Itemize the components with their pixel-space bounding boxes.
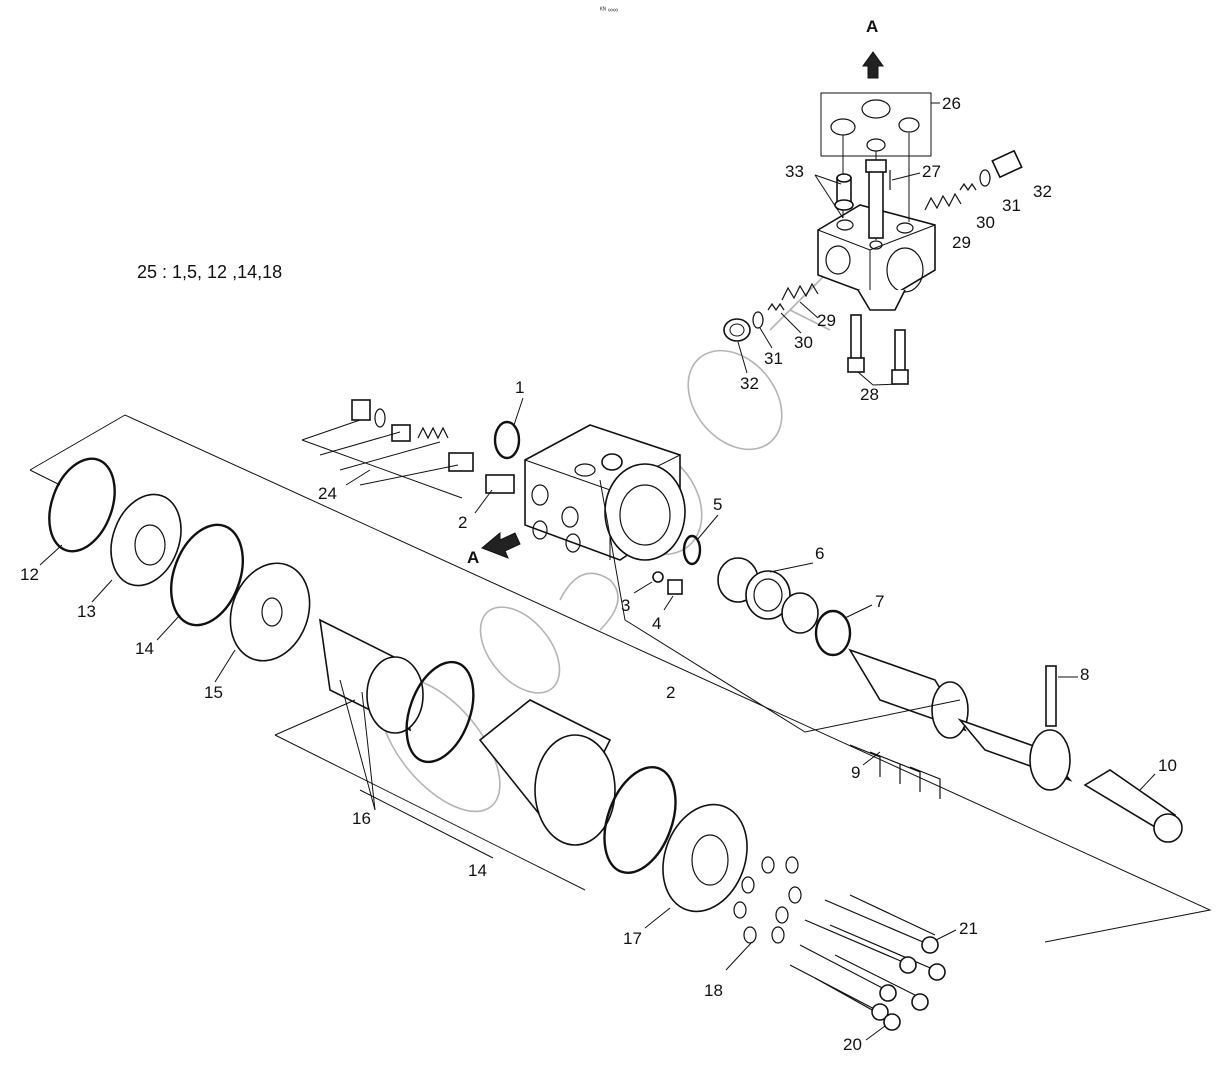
- callout-33: 33: [785, 162, 804, 181]
- plug-32-right: [991, 149, 1023, 179]
- seal-kit-box-26: [820, 92, 940, 157]
- callout-4: 4: [652, 614, 661, 633]
- ring-5: [682, 534, 702, 566]
- callout-1: 1: [515, 378, 524, 397]
- header-small-text: ᴷᴺ ∞∞: [600, 7, 618, 14]
- callout-9: 9: [851, 763, 860, 782]
- callout-14-lower: 14: [468, 861, 487, 880]
- centering-springs-9: [849, 744, 941, 799]
- callout-labels: 1 2 2 3 4 5 6 7 8 9 10 12 13 14 15 16 14: [20, 94, 1177, 1054]
- callout-32-right: 32: [1033, 182, 1052, 201]
- callout-29-right: 29: [952, 233, 971, 252]
- callout-24: 24: [318, 484, 337, 503]
- ring-7: [814, 609, 852, 657]
- steering-unit-housing: [524, 424, 686, 561]
- callout-20: 20: [843, 1035, 862, 1054]
- callout-8: 8: [1080, 665, 1089, 684]
- ring-14-lower: [603, 765, 677, 875]
- assembly-outline: [29, 414, 1212, 943]
- view-arrow-left: A: [467, 531, 521, 567]
- ring-12: [48, 457, 116, 553]
- callout-28: 28: [860, 385, 879, 404]
- callout-7: 7: [875, 592, 884, 611]
- callout-30-right: 30: [976, 213, 995, 232]
- spring-30-left: [767, 302, 785, 312]
- view-arrow-top: A: [862, 17, 884, 79]
- sleeve-4: [667, 579, 683, 595]
- check-valve-kit-24: [301, 399, 515, 499]
- callout-27: 27: [922, 162, 941, 181]
- gear-ring: [478, 699, 616, 846]
- callout-14-upper: 14: [135, 639, 154, 658]
- callout-2-upper: 2: [458, 513, 467, 532]
- callout-26: 26: [942, 94, 961, 113]
- end-cover-13: [110, 493, 182, 587]
- assembly-note: 25 : 1,5, 12 ,14,18: [137, 262, 282, 282]
- plug-33: [834, 173, 854, 211]
- ring-14-upper: [170, 523, 244, 627]
- spring-29-right: [924, 192, 962, 211]
- callout-5: 5: [713, 495, 722, 514]
- callout-2-lower: 2: [666, 683, 675, 702]
- callout-29-left: 29: [817, 311, 836, 330]
- callout-17: 17: [623, 929, 642, 948]
- seal-washers-18: [733, 856, 802, 944]
- pin-8: [1045, 665, 1057, 727]
- distributor-plate-15: [229, 562, 311, 662]
- valve-pin-27: [865, 159, 891, 239]
- spring-29-left: [781, 282, 819, 301]
- callout-31-right: 31: [1002, 196, 1021, 215]
- callout-16: 16: [352, 809, 371, 828]
- callout-10: 10: [1158, 756, 1177, 775]
- cardan-shaft-10: [1083, 769, 1183, 843]
- bolts-20-21: [789, 894, 946, 1031]
- oring-31-right: [979, 169, 991, 187]
- callout-3: 3: [621, 596, 630, 615]
- callout-21: 21: [959, 919, 978, 938]
- arrow-label-left: A: [467, 548, 479, 567]
- spring-30-right: [959, 182, 977, 192]
- end-plate-17: [662, 803, 748, 913]
- callout-32-left: 32: [740, 374, 759, 393]
- callout-13: 13: [77, 602, 96, 621]
- callout-31-left: 31: [764, 349, 783, 368]
- spool-sleeve: [848, 648, 1073, 791]
- callout-30-left: 30: [794, 333, 813, 352]
- callout-6: 6: [815, 544, 824, 563]
- arrow-label-top: A: [866, 17, 878, 36]
- callout-18: 18: [704, 981, 723, 1000]
- bearing-6: [717, 557, 819, 634]
- ring-14-middle: [405, 660, 475, 764]
- callout-12: 12: [20, 565, 39, 584]
- callout-15: 15: [204, 683, 223, 702]
- control-valve-housing: [817, 133, 936, 311]
- ball-3: [652, 571, 664, 583]
- oring-1: [493, 420, 521, 460]
- bolts-28: [847, 314, 909, 385]
- oring-31-left: [752, 311, 764, 329]
- plug-32-left: [723, 318, 751, 342]
